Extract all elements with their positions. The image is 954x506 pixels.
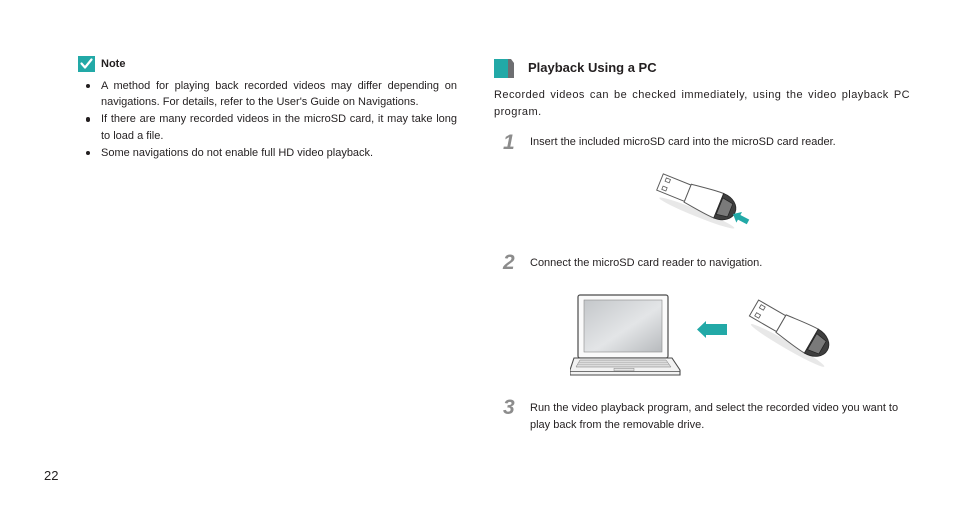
page-number: 22 xyxy=(44,468,59,483)
note-bullet-text: If there are many recorded videos in the… xyxy=(101,113,457,142)
note-bullet-text: Some navigations do not enable full HD v… xyxy=(101,146,374,159)
bullet-icon xyxy=(85,150,90,156)
section-marker-icon xyxy=(494,59,514,78)
note-list: A method for playing back recorded video… xyxy=(85,78,457,162)
check-icon xyxy=(78,56,95,72)
microsd-card-reader-icon xyxy=(748,299,830,367)
laptop-icon xyxy=(570,294,681,376)
section-title: Playback Using a PC xyxy=(528,60,657,75)
note-bullet-item: A method for playing back recorded video… xyxy=(85,78,457,112)
step-text: Connect the microSD card reader to navig… xyxy=(530,256,763,269)
note-bullet-item: If there are many recorded videos in the… xyxy=(85,111,457,145)
bullet-icon xyxy=(85,83,90,89)
step-text: Run the video playback program, and sele… xyxy=(530,401,899,431)
bullet-icon xyxy=(85,117,90,122)
note-title: Note xyxy=(101,57,126,70)
step-number: 2 xyxy=(503,251,515,274)
microsd-card-reader-icon xyxy=(656,173,750,229)
note-bullet-item: Some navigations do not enable full HD v… xyxy=(85,145,457,162)
step-number: 1 xyxy=(503,131,515,154)
note-bullet-text: A method for playing back recorded video… xyxy=(101,79,457,109)
insert-arrow-icon xyxy=(733,211,750,225)
step-text: Insert the included microSD card into th… xyxy=(530,135,836,148)
step-number: 3 xyxy=(503,396,515,419)
connect-arrow-icon xyxy=(697,321,727,338)
section-intro: Recorded videos can be checked immediate… xyxy=(494,88,910,118)
